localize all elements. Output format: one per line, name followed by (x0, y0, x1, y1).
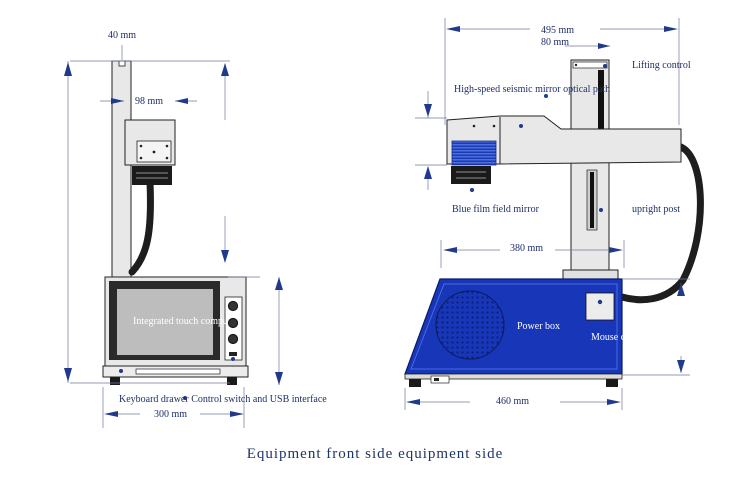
front-foot (110, 377, 120, 385)
side-field-lens (451, 166, 491, 184)
side-base (404, 373, 623, 380)
seismic-mirror-label: High-speed seismic mirror optical path (454, 84, 610, 95)
diagram-caption: Equipment front side equipment side (246, 446, 504, 462)
front-field-lens (132, 166, 172, 185)
post-base (562, 269, 619, 280)
side-view: 495 mm 80 mm Lifting control High-speed … (404, 18, 704, 410)
dim-380-label: 380 mm (510, 243, 543, 254)
touch-computer-label: Integrated touch compu (133, 316, 228, 327)
control-knob (227, 317, 239, 329)
front-cable (128, 178, 154, 276)
front-foot (227, 377, 237, 385)
side-foot (409, 379, 421, 387)
dim-300-label: 300 mm (154, 409, 187, 420)
dim-98-label: 98 mm (135, 96, 163, 107)
mouse-port (585, 292, 615, 321)
upright-post-label: upright post (632, 204, 680, 215)
control-knob (227, 300, 239, 312)
blue-film-lens (451, 140, 497, 166)
dim-460-label: 460 mm (496, 396, 529, 407)
front-column (111, 60, 132, 278)
power-box-label: Power box (517, 321, 560, 332)
blue-film-label: Blue film field mirror (452, 204, 540, 215)
front-view: 40 mm 98 mm Integrated touch compu Keybo… (64, 30, 327, 428)
fan-grille (435, 290, 505, 360)
side-foot (606, 379, 618, 387)
mouse-label: Mouse c (591, 332, 626, 343)
dim-495-label: 495 mm (541, 25, 574, 36)
lifting-control-label: Lifting control (632, 60, 691, 71)
dim-80-label: 80 mm (541, 37, 569, 48)
control-knob (227, 333, 239, 345)
side-cable (618, 143, 704, 304)
keyboard-drawer-label: Keyboard drawer Control switch and USB i… (119, 394, 327, 405)
dim-40-label: 40 mm (108, 30, 136, 41)
lifting-control-slot (598, 70, 604, 134)
